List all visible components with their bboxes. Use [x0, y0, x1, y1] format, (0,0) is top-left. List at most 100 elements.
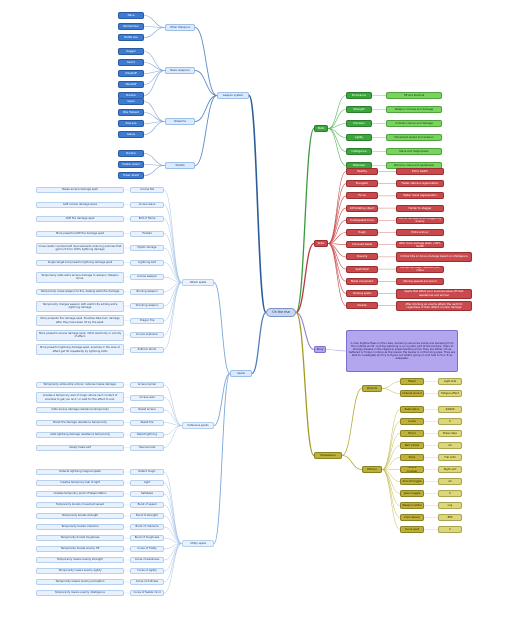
skill-name-10[interactable]: Chasing spells [346, 290, 378, 297]
weapon-item-3-1[interactable]: Heater shield [118, 161, 144, 168]
spell-desc-2-11[interactable]: Temporarily lowers enemy intelligence [36, 590, 124, 596]
stat-desc-0[interactable]: HP and stamina [386, 92, 442, 99]
stat-name-0[interactable]: Endurance [346, 92, 372, 99]
spell-group-1[interactable]: Defensive spells [182, 422, 214, 429]
stat-desc-4[interactable]: Mana and magicpower [386, 148, 442, 155]
spell-desc-2-7[interactable]: Temporarily boosts enemy HP [36, 546, 124, 552]
weapon-item-2-3[interactable]: Glaive [118, 131, 144, 138]
spell-name-0-7[interactable]: Burning weapon [130, 288, 164, 295]
spell-desc-1-1[interactable]: Creates a temporary wall of magic where … [36, 392, 124, 403]
story-text[interactable]: A man fugitive flees on the raise, decla… [346, 330, 458, 372]
skill-desc-1[interactable]: Faster stamina regeneration [396, 180, 444, 188]
spell-name-1-2[interactable]: Resist arcane [130, 407, 164, 413]
skill-name-4[interactable]: Unstoppable force [346, 216, 378, 224]
possessions-node[interactable]: Possessions [314, 452, 342, 459]
skill-desc-7[interactable]: Critical hits on bonus damage based on i… [396, 251, 472, 262]
possession-name-1-10[interactable]: Curse spell [400, 526, 424, 533]
possession-name-1-8[interactable]: Weapon ladder [400, 502, 424, 509]
skill-name-7[interactable]: Cleverly [346, 253, 378, 261]
spell-desc-0-2[interactable]: AOE fire damage spell [36, 216, 124, 222]
spell-name-2-2[interactable]: Safebase [130, 491, 164, 497]
possession-name-1-7[interactable]: Jeans heggle [400, 490, 424, 497]
possession-value-1-5[interactable]: Night sort [438, 466, 462, 473]
stat-name-2[interactable]: Precision [346, 120, 372, 127]
spell-name-2-10[interactable]: Curse of dullness [130, 579, 164, 585]
possession-value-1-1[interactable]: 5 [438, 418, 462, 425]
skill-name-8[interactable]: Spell thief [346, 265, 378, 273]
skill-name-11[interactable]: Parade [346, 302, 378, 310]
spell-name-2-8[interactable]: Curse of weakness [130, 557, 164, 563]
possession-name-1-4[interactable]: Stars [400, 454, 424, 461]
spell-desc-0-0[interactable]: Melee arcane damage spell [36, 187, 124, 193]
possession-value-1-8[interactable]: Log [438, 502, 462, 509]
weapon-group-2[interactable]: Polearms [165, 118, 195, 125]
spell-desc-0-6[interactable]: Temporarily adds extra arcane damage to … [36, 271, 124, 283]
spell-name-0-10[interactable]: Arcane explosion [130, 332, 164, 338]
possession-value-1-3[interactable]: All [438, 442, 462, 449]
spell-desc-1-2[interactable]: Adds arcane damage resistance temporaril… [36, 407, 124, 413]
weapon-item-3-2[interactable]: Tower shield [118, 172, 144, 179]
spell-desc-2-2[interactable]: Creates temporary point of teleportation [36, 491, 124, 497]
skill-name-2[interactable]: Focus [346, 192, 378, 200]
skills-node[interactable]: Skills [314, 240, 328, 247]
spell-desc-0-4[interactable]: Cross-caster involved AoE dual elements … [36, 242, 124, 254]
spell-name-0-11[interactable]: Poltrock storm [130, 346, 164, 353]
spell-name-1-3[interactable]: Resist fire [130, 419, 164, 426]
possession-name-1-3[interactable]: Nerf yellow [400, 442, 424, 449]
weapon-system-node[interactable]: weapon system [217, 92, 249, 99]
spell-desc-2-1[interactable]: Creates temporary ball of light [36, 480, 124, 486]
weapon-item-3-0[interactable]: Buckler [118, 150, 144, 157]
weapon-item-0-2[interactable]: Battle axe [118, 34, 144, 41]
spell-desc-2-6[interactable]: Temporarily boosts toughness [36, 535, 124, 541]
stat-name-4[interactable]: Intelligence [346, 148, 372, 155]
spell-name-0-8[interactable]: Shocking weapon [130, 303, 164, 309]
spell-desc-0-1[interactable]: AOE arcane damage wave [36, 201, 124, 208]
spell-name-1-1[interactable]: Arcane wall [130, 394, 164, 401]
stat-desc-3[interactable]: Movement speed and evasion [386, 134, 442, 141]
possession-name-0-0[interactable]: Bleed [400, 378, 424, 385]
possession-value-0-0[interactable]: Light wds [438, 378, 462, 385]
weapon-group-1[interactable]: Basic weapons [165, 67, 195, 74]
spell-name-2-11[interactable]: Curse of feeble mind [130, 590, 164, 596]
possession-name-1-5[interactable]: Hide & moggler [400, 466, 424, 473]
spell-desc-0-5[interactable]: Single target but powerful lightning dam… [36, 259, 124, 266]
spell-desc-2-0[interactable]: Detects lightning magical spells [36, 469, 124, 475]
skill-desc-4[interactable]: Bonus damage when staggering enemy [396, 216, 444, 224]
skill-desc-8[interactable]: Disrupting magic restores your mana [396, 265, 444, 273]
spell-desc-0-10[interactable]: More powerful arcane damage spell, infli… [36, 329, 124, 341]
spell-desc-2-9[interactable]: Temporarily lowers enemy agility [36, 568, 124, 574]
skill-desc-5[interactable]: Extra armour [396, 229, 444, 236]
spell-name-0-2[interactable]: Bolt of flame [130, 216, 164, 222]
weapon-item-2-2[interactable]: Pole axe [118, 120, 144, 127]
spell-desc-2-8[interactable]: Temporarily lowers enemy strength [36, 557, 124, 563]
possession-value-0-1[interactable]: Fatigue effect [438, 390, 462, 397]
stats-node[interactable]: Stats [314, 125, 328, 132]
spells-node[interactable]: Spells [230, 370, 252, 377]
possession-group-0[interactable]: Wounds [362, 385, 382, 392]
spell-name-0-6[interactable]: Arcane weapon [130, 274, 164, 280]
skill-name-1[interactable]: Energetic [346, 180, 378, 188]
spell-desc-0-9[interactable]: More powerful fire damage spell. Enemies… [36, 315, 124, 326]
spell-desc-2-4[interactable]: Temporarily boosts strength [36, 513, 124, 519]
possession-value-1-0[interactable]: 4/6400 [438, 406, 462, 413]
possession-value-1-7[interactable]: 5 [438, 490, 462, 497]
spell-desc-2-5[interactable]: Temporarily boosts charisma [36, 524, 124, 530]
spell-group-0[interactable]: Attack spells [182, 279, 214, 286]
skill-desc-9[interactable]: Moving speeds are sound [396, 277, 444, 285]
possession-name-0-1[interactable]: Internal wound [400, 390, 424, 397]
skill-desc-6[interactable]: 66% more damage when <40% health [396, 241, 444, 249]
possession-group-1[interactable]: Potions [362, 466, 382, 473]
skill-desc-3[interactable]: Harder to stagger [396, 204, 444, 212]
weapon-item-1-1[interactable]: Sword [118, 59, 144, 66]
stat-desc-2[interactable]: Criticals chance and damage [386, 120, 442, 127]
possession-name-1-1[interactable]: Limbs [400, 418, 424, 425]
weapon-item-0-0[interactable]: Mace [118, 12, 144, 19]
spell-name-1-4[interactable]: Resist lightning [130, 432, 164, 438]
weapon-item-2-1[interactable]: Pike Halberd [118, 109, 144, 116]
spell-desc-0-11[interactable]: More powerful lightning damage spell, en… [36, 344, 124, 355]
spell-name-2-0[interactable]: Detect magic [130, 469, 164, 475]
spell-name-0-1[interactable]: Arcane wave [130, 201, 164, 208]
skill-desc-2[interactable]: Faster mana regeneration [396, 192, 444, 200]
spell-desc-1-4[interactable]: Adds lightning damage resistance tempora… [36, 432, 124, 438]
skill-name-9[interactable]: Blade movement [346, 277, 378, 285]
